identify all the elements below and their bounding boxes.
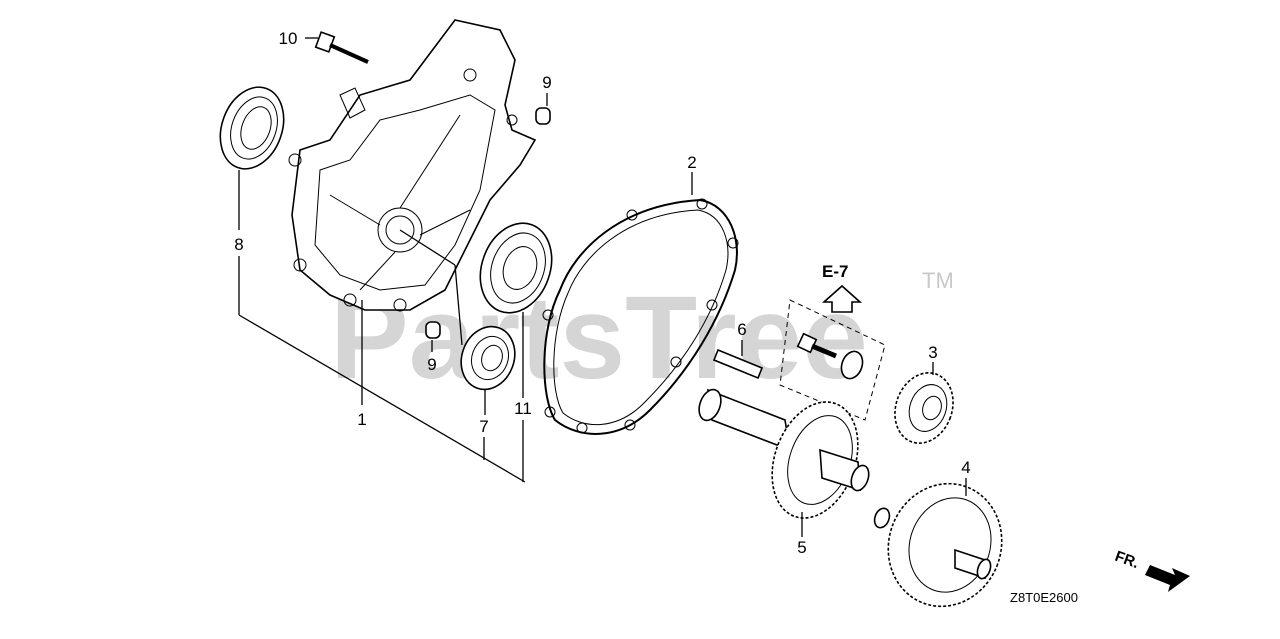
part-3-gear[interactable] xyxy=(885,365,962,452)
front-direction-arrow xyxy=(1145,565,1190,592)
reference-box xyxy=(779,284,886,421)
leader-lines xyxy=(238,37,967,537)
callout-5[interactable]: 5 xyxy=(797,538,806,557)
part-7-bearing[interactable] xyxy=(453,319,524,397)
part-4-gear[interactable] xyxy=(871,468,1019,623)
callout-10[interactable]: 10 xyxy=(279,29,298,48)
diagram-code: Z8T0E2600 xyxy=(1010,590,1078,605)
part-8-oil-seal[interactable] xyxy=(209,78,294,177)
callout-6[interactable]: 6 xyxy=(737,320,746,339)
part-6-key[interactable] xyxy=(712,348,764,380)
watermark-trademark: TM xyxy=(922,268,954,293)
part-11-bearing[interactable] xyxy=(468,213,563,323)
reference-label[interactable]: E-7 xyxy=(822,262,848,281)
part-9-dowel-pin-lower[interactable] xyxy=(425,321,441,339)
part-9-dowel-pin-upper[interactable] xyxy=(535,107,551,125)
callout-7[interactable]: 7 xyxy=(479,417,488,436)
part-2-gasket[interactable] xyxy=(542,198,739,435)
callout-2[interactable]: 2 xyxy=(687,153,696,172)
callout-11[interactable]: 11 xyxy=(514,399,532,418)
callout-1[interactable]: 1 xyxy=(357,410,366,429)
part-1-gear-case[interactable] xyxy=(288,19,537,312)
callout-8[interactable]: 8 xyxy=(234,235,243,254)
part-10-bolt[interactable] xyxy=(314,31,369,64)
callout-9-upper[interactable]: 9 xyxy=(542,73,551,92)
callout-4[interactable]: 4 xyxy=(961,458,970,477)
callout-3[interactable]: 3 xyxy=(928,343,937,362)
part-5-shaft-gear[interactable] xyxy=(695,387,873,531)
callout-9-lower[interactable]: 9 xyxy=(427,355,436,374)
front-direction-label: FR. xyxy=(1113,548,1142,572)
